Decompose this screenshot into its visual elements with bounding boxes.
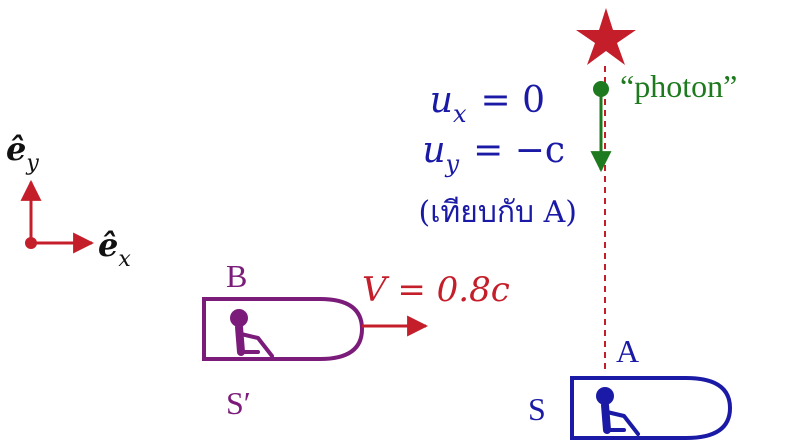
ux-equation: ux= 0 [430, 80, 545, 128]
ship-a-hull [570, 376, 733, 440]
ship-a: A S [528, 333, 733, 440]
ship-a-name: A [616, 333, 639, 369]
ship-b-hull [202, 297, 365, 361]
ship-b-velocity-label: V = 0.8c [362, 270, 510, 310]
photon-dot [593, 81, 609, 97]
person-icon [230, 309, 274, 358]
photon: “photon” [590, 68, 737, 173]
photon-velocity-components: ux= 0 uy= −c (เทียบกับ A) [419, 80, 577, 230]
star-group [576, 8, 636, 65]
relative-to-a-note: (เทียบกับ A) [419, 195, 577, 230]
ship-b-frame: S′ [226, 385, 251, 421]
person-icon [596, 387, 640, 436]
ex-label: êx [98, 226, 131, 272]
ship-a-frame: S [528, 391, 546, 427]
photon-label: “photon” [620, 68, 737, 104]
ship-b: B S′ V = 0.8c [202, 258, 510, 421]
star-icon [576, 8, 636, 65]
axes: êy êx [6, 130, 131, 272]
ship-b-name: B [226, 258, 247, 294]
axes-origin-dot [25, 237, 37, 249]
ey-label: êy [6, 130, 39, 176]
uy-equation: uy= −c [422, 130, 565, 178]
